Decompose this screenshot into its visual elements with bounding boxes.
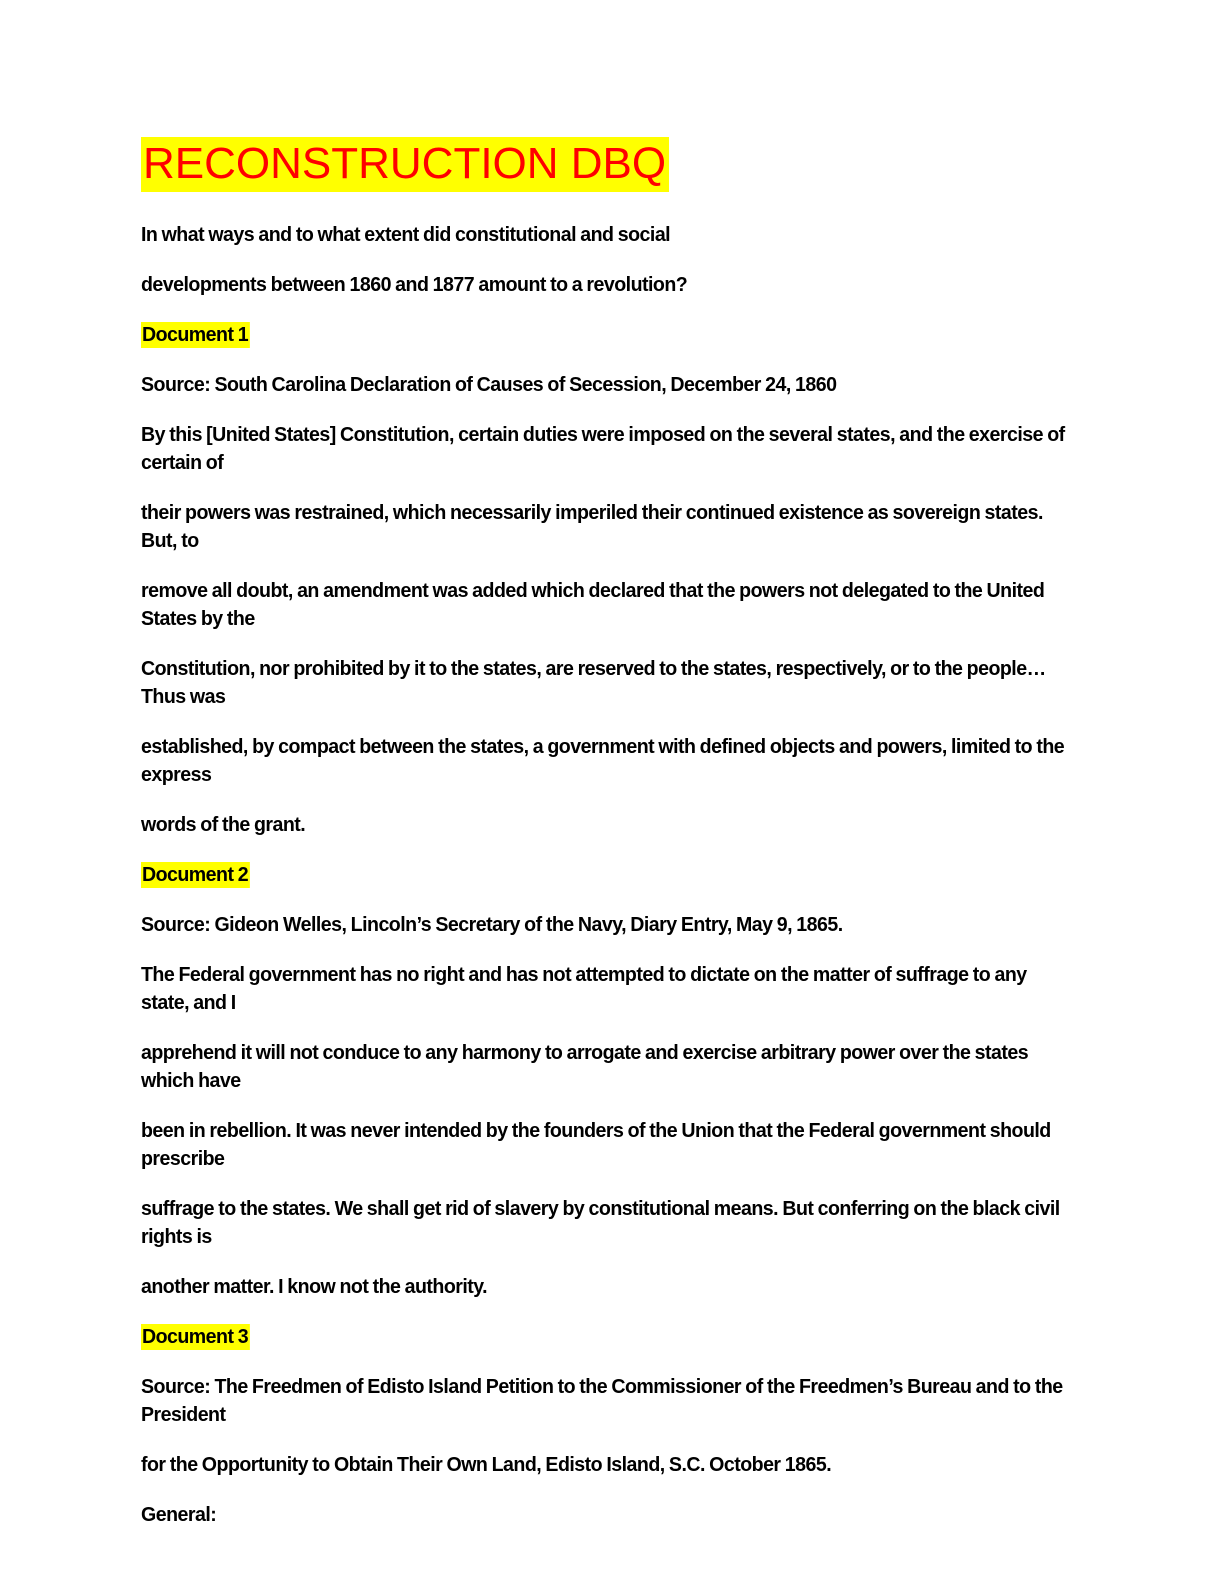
- document-2-paragraph-3: been in rebellion. It was never intended…: [141, 1119, 1051, 1171]
- document-3-source: Source: The Freedmen of Edisto Island Pe…: [141, 1375, 1063, 1427]
- document-1-paragraph-2: their powers was restrained, which neces…: [141, 501, 1043, 553]
- prompt-line-1: In what ways and to what extent did cons…: [141, 223, 671, 247]
- document-2-paragraph-5: another matter. I know not the authority…: [141, 1275, 488, 1299]
- document-body: RECONSTRUCTION DBQ In what ways and to w…: [141, 136, 1071, 1529]
- document-1-paragraph-6: words of the grant.: [141, 813, 306, 837]
- document-2-paragraph-4: suffrage to the states. We shall get rid…: [141, 1197, 1060, 1249]
- document-3-paragraph-1: for the Opportunity to Obtain Their Own …: [141, 1453, 832, 1477]
- document-1-paragraph-1: By this [United States] Constitution, ce…: [141, 423, 1065, 475]
- document-1-paragraph-4: Constitution, nor prohibited by it to th…: [141, 657, 1046, 709]
- document-1-paragraph-3: remove all doubt, an amendment was added…: [141, 579, 1045, 631]
- document-1-source: Source: South Carolina Declaration of Ca…: [141, 373, 837, 397]
- document-1-paragraph-5: established, by compact between the stat…: [141, 735, 1065, 787]
- title-highlight: RECONSTRUCTION DBQ: [141, 137, 670, 192]
- document-2-source: Source: Gideon Welles, Lincoln’s Secreta…: [141, 913, 843, 937]
- document-1-label: Document 1: [141, 321, 1071, 349]
- document-1-label-highlight: Document 1: [141, 322, 250, 349]
- document-3-label: Document 3: [141, 1323, 1071, 1351]
- document-2-label-highlight: Document 2: [141, 862, 250, 889]
- prompt-line-2: developments between 1860 and 1877 amoun…: [141, 273, 688, 297]
- document-2-label: Document 2: [141, 861, 1071, 889]
- document-3-label-highlight: Document 3: [141, 1324, 250, 1351]
- document-3-salutation: General:: [141, 1503, 217, 1527]
- page-title: RECONSTRUCTION DBQ: [141, 136, 1071, 192]
- document-2-paragraph-1: The Federal government has no right and …: [141, 963, 1027, 1015]
- document-2-paragraph-2: apprehend it will not conduce to any har…: [141, 1041, 1029, 1093]
